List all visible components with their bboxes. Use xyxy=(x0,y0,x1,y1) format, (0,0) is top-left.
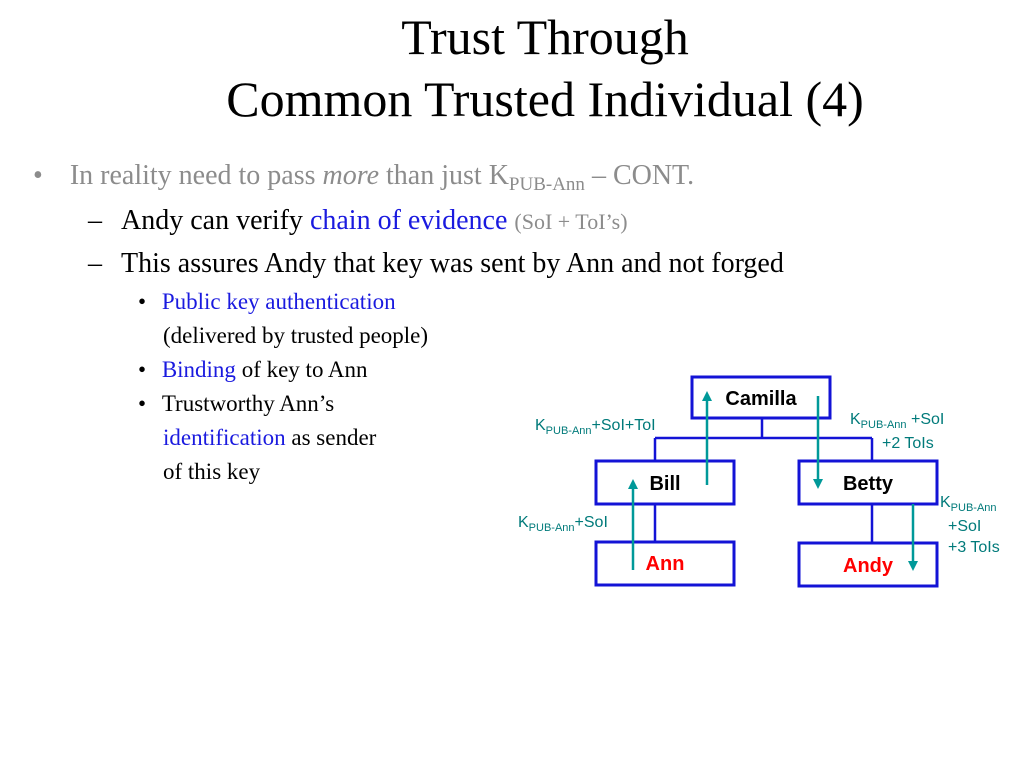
bullet-marker: • xyxy=(138,357,147,382)
main-bullet-subscript: PUB-Ann xyxy=(508,174,585,195)
as-sender-text: as sender xyxy=(285,425,377,450)
label-ann-up: KPUB-Ann+SoI xyxy=(518,514,608,534)
label-betty-in-line2: +2 ToIs xyxy=(882,435,934,452)
sub-bullet-assures: – This assures Andy that key was sent by… xyxy=(88,250,784,278)
main-bullet-text-after: – CONT. xyxy=(584,160,695,191)
node-andy: Andy xyxy=(797,541,939,588)
sub-bullet-chain: – Andy can verify chain of evidence (SoI… xyxy=(88,207,628,235)
binding-text: Binding xyxy=(161,357,236,382)
bullet-marker: • xyxy=(138,391,147,416)
main-bullet: • In reality need to pass more than just… xyxy=(33,160,695,195)
lvl3-bullet-trustworthy: • Trustworthy Ann’s xyxy=(138,392,334,415)
lvl3-bullet-binding: • Binding of key to Ann xyxy=(138,358,368,381)
lvl3-of-this-key-line: of this key xyxy=(163,459,261,484)
chain-of-evidence-text: chain of evidence xyxy=(309,205,508,236)
node-bill-label: Bill xyxy=(649,473,680,495)
trustworthy-text: Trustworthy Ann’s xyxy=(161,391,335,416)
slide-title-line1: Trust Through xyxy=(401,9,689,65)
tree-connectors xyxy=(653,418,874,542)
bullet-marker: • xyxy=(33,160,43,191)
label-camilla-up: KPUB-Ann+SoI+ToI xyxy=(535,417,656,437)
lvl3-bullet-public-key: • Public key authentication xyxy=(138,290,396,313)
soi-toi-note: (SoI + ToI’s) xyxy=(514,209,628,234)
node-ann-label: Ann xyxy=(646,553,685,575)
label-andy-in-line2: +SoI xyxy=(948,518,981,535)
dash-marker: – xyxy=(88,248,102,279)
lvl3-identification-line: identification as sender xyxy=(163,426,376,449)
binding-rest-text: of key to Ann xyxy=(235,357,368,382)
node-bill: Bill xyxy=(594,459,736,506)
node-ann: Ann xyxy=(594,540,736,587)
main-bullet-italic: more xyxy=(322,160,380,191)
node-camilla: Camilla xyxy=(690,375,832,420)
dash-marker: – xyxy=(88,205,102,236)
sub-bullet-chain-text: Andy can verify xyxy=(121,205,310,236)
lvl3-delivered-line: (delivered by trusted people) xyxy=(163,323,429,348)
identification-text: identification xyxy=(163,425,286,450)
bullet-marker: • xyxy=(138,289,147,314)
node-andy-label: Andy xyxy=(843,555,894,577)
public-key-auth-text: Public key authentication xyxy=(161,289,396,314)
label-betty-in: KPUB-Ann +SoI xyxy=(850,411,944,431)
node-camilla-label: Camilla xyxy=(725,388,797,410)
main-bullet-text-mid: than just K xyxy=(379,160,509,191)
node-betty-label: Betty xyxy=(843,473,894,495)
sub-bullet-assures-text: This assures Andy that key was sent by A… xyxy=(121,248,784,279)
label-andy-in-line3: +3 ToIs xyxy=(948,539,1000,556)
node-betty: Betty xyxy=(797,459,939,506)
main-bullet-text-before: In reality need to pass xyxy=(69,160,323,191)
label-andy-in: KPUB-Ann xyxy=(940,494,997,514)
slide-title-line2: Common Trusted Individual (4) xyxy=(226,71,864,127)
